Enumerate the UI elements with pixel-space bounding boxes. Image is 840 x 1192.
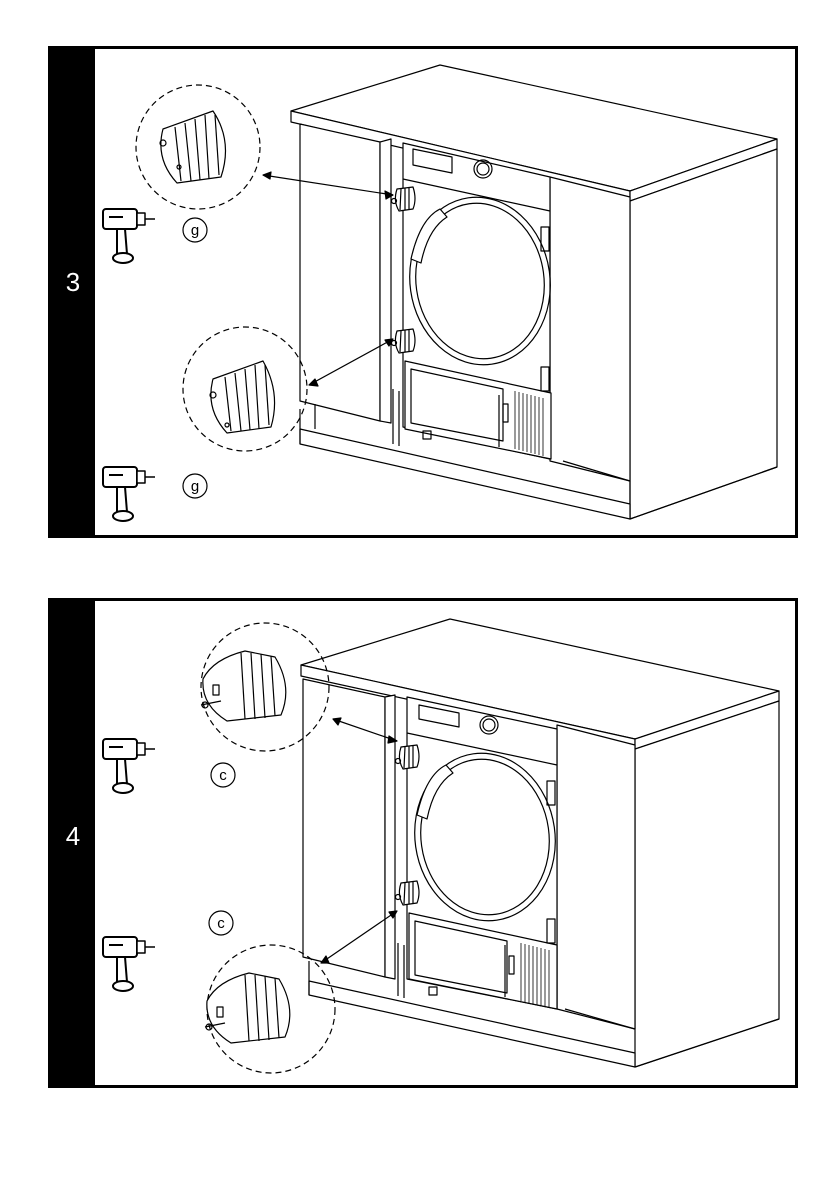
part-label: g — [191, 478, 199, 495]
detail-circle-lower — [183, 327, 307, 451]
left-cabinet — [303, 679, 404, 998]
drill-icon — [103, 467, 155, 521]
part-label: g — [191, 222, 199, 239]
step-number: 3 — [51, 267, 95, 298]
drill-icon — [103, 739, 155, 793]
drill-icon — [103, 209, 155, 263]
dryer — [404, 697, 566, 1009]
bracket-upper — [396, 745, 420, 769]
bracket-lower — [396, 881, 420, 905]
arrow-head — [263, 172, 271, 179]
detail-circle-upper — [136, 85, 260, 209]
step-4-panel: 4 — [48, 598, 798, 1088]
part-label: c — [219, 767, 227, 784]
part-label: c — [217, 915, 225, 932]
detail-circle-lower — [205, 945, 335, 1073]
bracket-lower — [392, 329, 416, 353]
right-cabinet — [557, 701, 779, 1067]
step-number: 4 — [51, 821, 95, 852]
bracket-upper — [392, 187, 416, 211]
step-3-illustration: g g — [95, 49, 795, 535]
step-4-illustration: c c — [95, 601, 795, 1085]
right-cabinet — [550, 149, 777, 519]
step-3-panel: 3 — [48, 46, 798, 538]
drill-icon — [103, 937, 155, 991]
left-cabinet — [300, 124, 399, 446]
dryer — [399, 143, 561, 459]
